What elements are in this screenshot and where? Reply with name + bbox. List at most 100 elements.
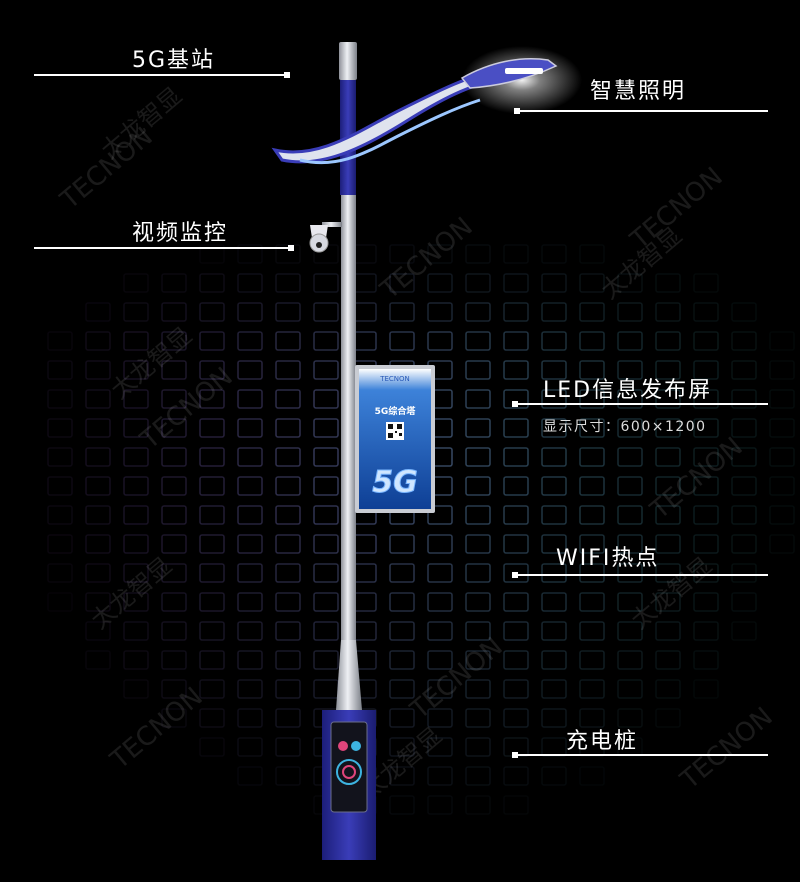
grid-square [503,766,529,786]
grid-square [579,418,605,438]
grid-square [503,331,529,351]
grid-square [237,737,263,757]
grid-square [275,476,301,496]
grid-square [85,447,111,467]
grid-square [85,563,111,583]
grid-square [47,447,73,467]
grid-square [313,302,339,322]
grid-square [769,360,795,380]
grid-square [465,737,491,757]
grid-square [541,563,567,583]
grid-square [275,418,301,438]
grid-square [161,679,187,699]
grid-square [465,650,491,670]
grid-square [693,476,719,496]
grid-square [731,563,757,583]
grid-square [617,621,643,641]
grid-square [199,418,225,438]
grid-square [237,534,263,554]
grid-square [123,505,149,525]
grid-square [237,505,263,525]
grid-square [237,331,263,351]
grid-square [313,389,339,409]
grid-square [541,476,567,496]
grid-square [465,418,491,438]
grid-square [655,534,681,554]
grid-square [427,708,453,728]
grid-square [275,563,301,583]
grid-square [693,331,719,351]
grid-square [427,679,453,699]
grid-square [313,360,339,380]
charging-ring-inner [342,765,356,779]
grid-square [275,766,301,786]
callout-dot-video [288,245,294,251]
callout-line-lighting [518,110,768,112]
grid-square [275,447,301,467]
grid-square [123,563,149,583]
grid-square [465,273,491,293]
grid-square [731,505,757,525]
grid-square [389,273,415,293]
grid-square [465,331,491,351]
grid-square [579,476,605,496]
pole-silver [341,195,356,695]
grid-square [85,360,111,380]
grid-square [313,534,339,554]
grid-square [731,360,757,380]
grid-square [275,592,301,612]
grid-square [693,360,719,380]
grid-square [123,302,149,322]
grid-square [123,447,149,467]
grid-square [617,476,643,496]
grid-square [731,592,757,612]
callout-dot-wifi [512,572,518,578]
grid-square [275,708,301,728]
grid-square [123,360,149,380]
charging-button [351,741,361,751]
grid-square [161,534,187,554]
callout-line-video [34,247,290,249]
grid-square [465,795,491,815]
callout-line-charging [516,754,768,756]
grid-square [275,389,301,409]
grid-square [769,331,795,351]
grid-square [617,331,643,351]
grid-square [503,534,529,554]
grid-square [123,679,149,699]
grid-square [465,476,491,496]
grid-square [541,679,567,699]
grid-square [389,563,415,583]
grid-square [427,621,453,641]
grid-square [199,244,225,264]
grid-square [503,679,529,699]
grid-square [541,302,567,322]
grid-square [655,331,681,351]
grid-square [275,505,301,525]
grid-square [275,621,301,641]
grid-square [313,563,339,583]
grid-square [237,621,263,641]
lamp-led [505,68,543,74]
grid-square [769,476,795,496]
grid-square [85,418,111,438]
grid-square [503,360,529,380]
grid-square [693,621,719,641]
label-5g-base-station: 5G基站 [132,48,216,73]
grid-square [541,650,567,670]
grid-square [389,795,415,815]
grid-square [465,708,491,728]
grid-square [275,302,301,322]
grid-square [693,563,719,583]
grid-square [199,273,225,293]
grid-square [541,447,567,467]
grid-square [427,534,453,554]
grid-square [47,331,73,351]
grid-square [731,476,757,496]
grid-square [731,534,757,554]
grid-square [541,331,567,351]
grid-square [237,650,263,670]
grid-square [161,273,187,293]
grid-square [389,302,415,322]
